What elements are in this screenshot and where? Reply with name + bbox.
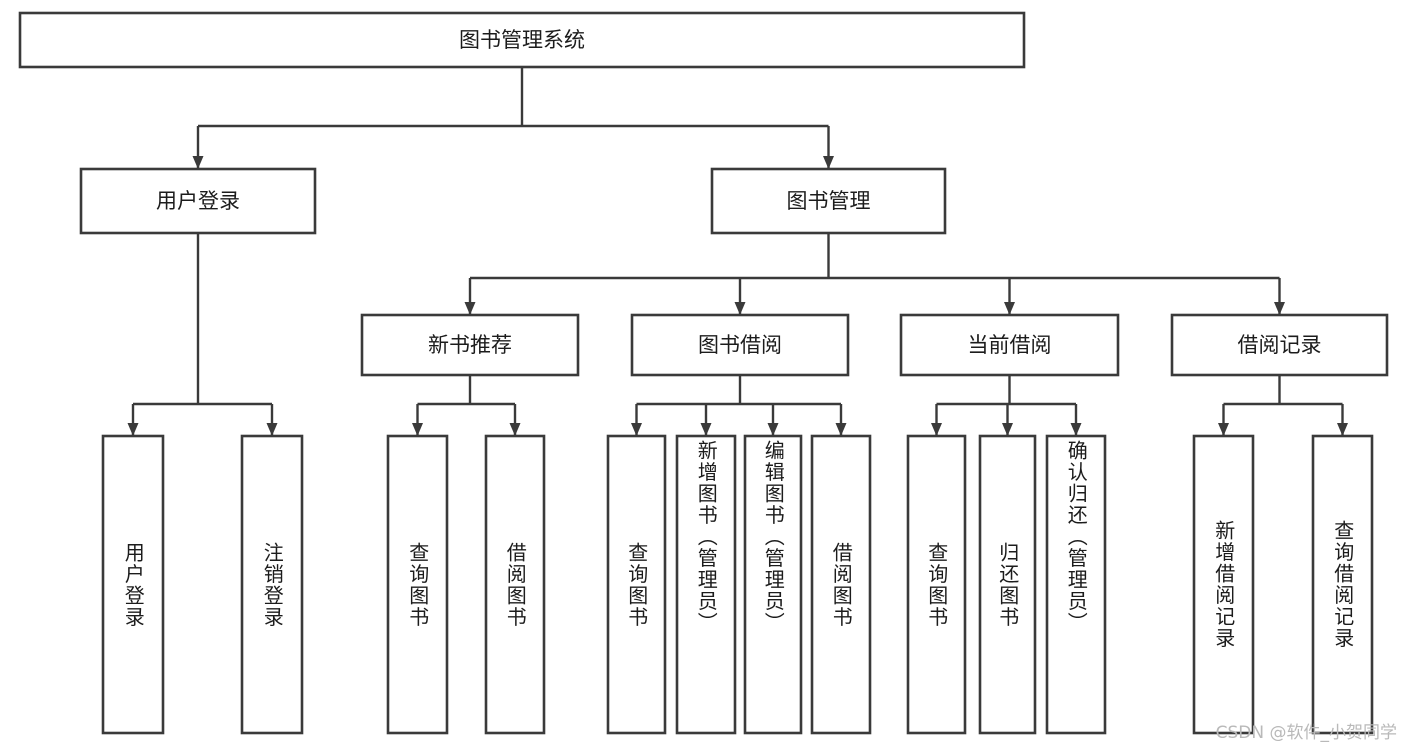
node-leaf-query-book-rec[interactable] <box>386 434 449 735</box>
arrowhead <box>734 302 746 315</box>
arrowhead <box>823 156 834 169</box>
arrowhead <box>1337 423 1348 436</box>
node-leaf-query-book-borrow[interactable] <box>606 434 667 735</box>
node-box-book-borrow <box>630 313 850 377</box>
node-leaf-edit-book[interactable] <box>743 434 803 735</box>
arrowhead <box>266 423 278 436</box>
csdn-watermark: CSDN @软件_小贺同学 <box>1215 723 1397 743</box>
arrowhead <box>931 423 942 436</box>
node-leaf-borrow-book[interactable] <box>810 434 872 735</box>
arrowhead <box>412 423 423 436</box>
arrowhead <box>1274 302 1285 315</box>
arrowhead <box>192 156 204 169</box>
arrowhead <box>1218 423 1229 436</box>
arrowhead <box>767 423 779 436</box>
node-leaf-confirm-return[interactable] <box>1045 434 1107 735</box>
node-box-leaf-return-book <box>978 434 1037 735</box>
node-label-borrow-record: 借阅记录 <box>1238 333 1322 357</box>
node-leaf-query-book-current[interactable] <box>906 434 967 735</box>
node-box-leaf-query-book-borrow <box>606 434 667 735</box>
arrowhead <box>127 423 139 436</box>
node-leaf-add-book[interactable] <box>675 434 737 735</box>
arrowhead <box>464 302 476 315</box>
node-box-new-book-recommend <box>360 313 580 377</box>
node-leaf-return-book[interactable] <box>978 434 1037 735</box>
node-label-book-borrow: 图书借阅 <box>698 333 782 357</box>
connector-group-new-book-recommend <box>412 375 521 436</box>
node-book-borrow[interactable]: 图书借阅 <box>630 313 850 377</box>
node-box-leaf-edit-book <box>743 434 803 735</box>
node-book-management[interactable]: 图书管理 <box>710 167 947 235</box>
node-leaf-query-borrow-record[interactable] <box>1311 434 1374 735</box>
node-label-book-management: 图书管理 <box>787 189 871 213</box>
node-label-new-book-recommend: 新书推荐 <box>428 333 512 357</box>
connector-group-user-login <box>127 233 278 436</box>
node-new-book-recommend[interactable]: 新书推荐 <box>360 313 580 377</box>
node-box-leaf-query-book-rec <box>386 434 449 735</box>
node-root[interactable]: 图书管理系统 <box>18 11 1026 69</box>
node-current-borrow[interactable]: 当前借阅 <box>899 313 1120 377</box>
node-box-leaf-confirm-return <box>1045 434 1107 735</box>
arrowhead <box>1004 302 1015 315</box>
node-label-user-login: 用户登录 <box>156 189 240 213</box>
node-box-borrow-record <box>1170 313 1389 377</box>
node-leaf-user-logout[interactable] <box>240 434 304 735</box>
node-label-root: 图书管理系统 <box>459 28 585 52</box>
node-box-leaf-borrow-book <box>810 434 872 735</box>
connector-group-book-management <box>464 233 1285 315</box>
node-box-leaf-user-logout <box>240 434 304 735</box>
arrowhead <box>1070 423 1082 436</box>
arrowhead <box>835 423 847 436</box>
node-leaf-borrow-book-rec[interactable] <box>484 434 546 735</box>
node-box-leaf-query-book-current <box>906 434 967 735</box>
connector-group-book-borrow <box>631 375 847 436</box>
node-borrow-record[interactable]: 借阅记录 <box>1170 313 1389 377</box>
connector-group-root <box>192 67 834 169</box>
node-user-login[interactable]: 用户登录 <box>79 167 317 235</box>
node-leaf-add-borrow-record[interactable] <box>1192 434 1255 735</box>
node-leaf-user-login[interactable] <box>101 434 165 735</box>
arrowhead <box>1002 423 1013 436</box>
node-box-root <box>18 11 1026 69</box>
arrowhead <box>509 423 521 436</box>
node-box-leaf-user-login <box>101 434 165 735</box>
node-box-user-login <box>79 167 317 235</box>
connector-lines-layer <box>127 67 1348 436</box>
node-box-leaf-add-book <box>675 434 737 735</box>
node-box-leaf-query-borrow-record <box>1311 434 1374 735</box>
node-box-current-borrow <box>899 313 1120 377</box>
node-box-leaf-add-borrow-record <box>1192 434 1255 735</box>
node-box-leaf-borrow-book-rec <box>484 434 546 735</box>
connector-group-borrow-record <box>1218 375 1348 436</box>
connector-group-current-borrow <box>931 375 1082 436</box>
arrowhead <box>700 423 712 436</box>
node-box-book-management <box>710 167 947 235</box>
arrowhead <box>631 423 642 436</box>
node-label-current-borrow: 当前借阅 <box>968 333 1052 357</box>
